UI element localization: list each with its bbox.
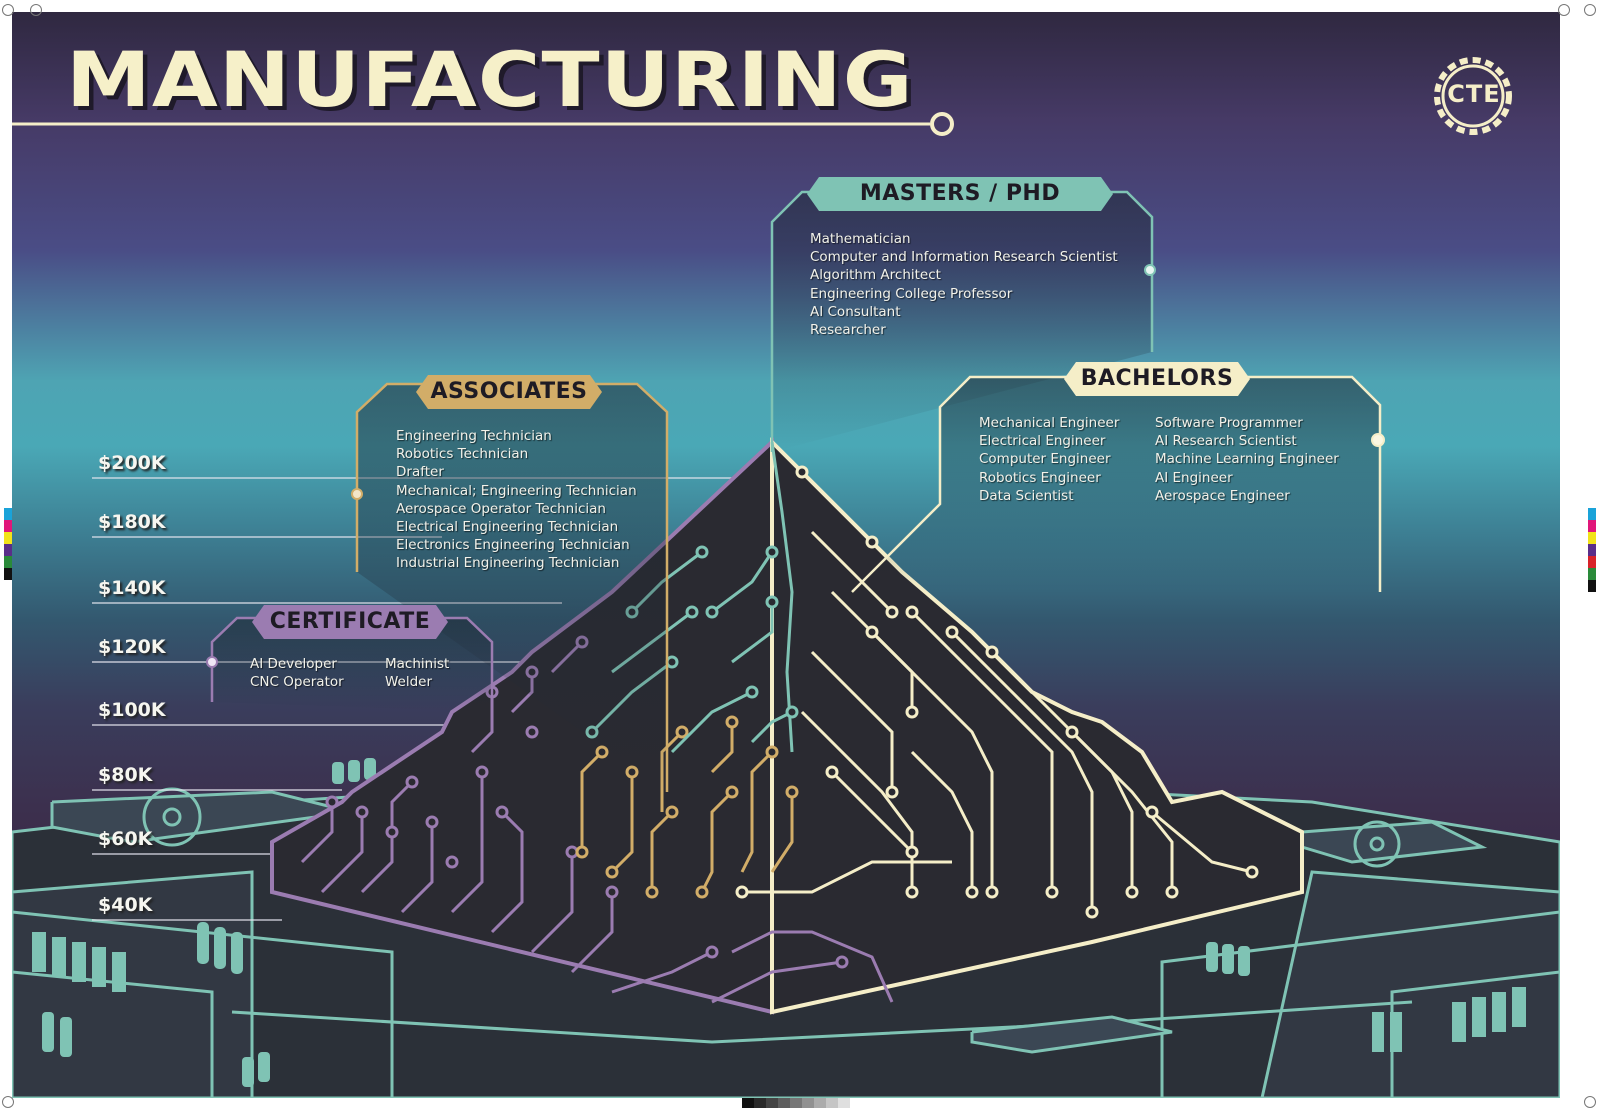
registration-mark-icon: [30, 4, 42, 16]
registration-mark-icon: [1558, 4, 1570, 16]
bachelors-jobs-list-2: Software Programmer AI Research Scientis…: [1155, 414, 1339, 505]
certificate-jobs-list-1: AI Developer CNC Operator: [250, 655, 344, 691]
registration-mark-icon: [2, 1096, 14, 1108]
list-item: Electrical Engineering Technician: [396, 519, 619, 536]
list-item: Software Programmer: [1155, 415, 1303, 431]
certificate-jobs-list-2: Machinist Welder: [385, 655, 449, 691]
list-item: AI Research Scientist: [1155, 433, 1297, 450]
cte-logo: CTE: [1430, 52, 1518, 140]
masters-jobs-list: Mathematician Computer and Information R…: [810, 230, 1118, 339]
color-bar-right: [1588, 508, 1596, 592]
associates-tag: ASSOCIATES: [416, 375, 602, 409]
list-item: Machinist: [385, 656, 450, 672]
list-item: Electronics Engineering Technician: [396, 537, 630, 554]
salary-label-40k: $40K: [98, 894, 153, 916]
list-item: Aerospace Operator Technician: [396, 500, 606, 517]
certificate-tag: CERTIFICATE: [252, 605, 448, 639]
masters-phd-tag: MASTERS / PHD: [807, 177, 1113, 211]
list-item: Mechanical; Engineering Technician: [396, 482, 637, 499]
list-item: AI Developer: [250, 656, 337, 672]
bachelors-jobs-list-1: Mechanical Engineer Electrical Engineer …: [979, 414, 1119, 505]
list-item: Industrial Engineering Technician: [396, 555, 620, 572]
list-item: Aerospace Engineer: [1155, 487, 1290, 504]
salary-label-120k: $120K: [98, 636, 166, 658]
salary-label-80k: $80K: [98, 764, 153, 786]
salary-label-180k: $180K: [98, 511, 166, 533]
salary-label-60k: $60K: [98, 828, 153, 850]
circuit-mountain-artwork: [12, 57, 1560, 1098]
associates-jobs-list: Engineering Technician Robotics Technici…: [396, 427, 637, 573]
salary-label-200k: $200K: [98, 452, 166, 474]
salary-label-100k: $100K: [98, 699, 166, 721]
registration-mark-icon: [1584, 1096, 1596, 1108]
list-item: CNC Operator: [250, 674, 344, 691]
list-item: AI Consultant: [810, 303, 901, 320]
list-item: Engineering College Professor: [810, 285, 1013, 302]
salary-label-140k: $140K: [98, 577, 166, 599]
page-title: MANUFACTURING: [66, 35, 914, 124]
color-bar-left: [4, 508, 12, 580]
list-item: Robotics Technician: [396, 446, 529, 463]
list-item: Computer and Information Research Scient…: [810, 249, 1118, 266]
registration-mark-icon: [1584, 4, 1596, 16]
list-item: Researcher: [810, 322, 886, 339]
list-item: Welder: [385, 674, 433, 691]
list-item: Algorithm Architect: [810, 267, 941, 284]
list-item: Data Scientist: [979, 487, 1074, 504]
list-item: Mathematician: [810, 231, 911, 247]
bachelors-tag: BACHELORS: [1064, 362, 1250, 396]
poster: MANUFACTURING CTE MASTERS / PHD Mathemat…: [12, 12, 1560, 1098]
list-item: Drafter: [396, 464, 444, 481]
list-item: Computer Engineer: [979, 451, 1111, 468]
logo-text: CTE: [1447, 80, 1501, 108]
list-item: AI Engineer: [1155, 469, 1233, 486]
gray-scale-bar: [742, 1098, 850, 1108]
list-item: Mechanical Engineer: [979, 415, 1120, 431]
list-item: Electrical Engineer: [979, 433, 1106, 450]
list-item: Engineering Technician: [396, 428, 552, 444]
list-item: Robotics Engineer: [979, 469, 1101, 486]
registration-mark-icon: [2, 4, 14, 16]
list-item: Machine Learning Engineer: [1155, 451, 1339, 468]
